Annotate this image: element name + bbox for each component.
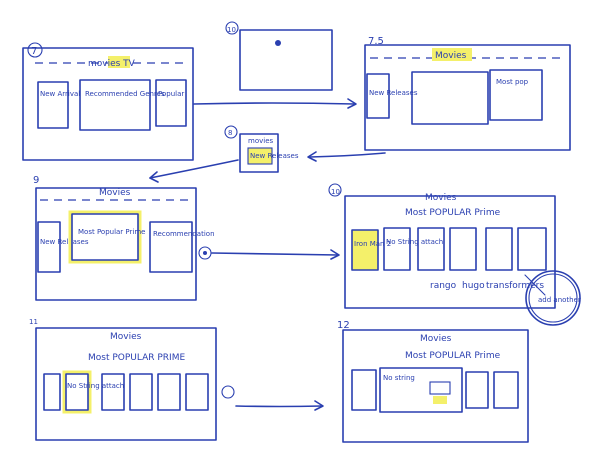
frame-11-number: 11 [29,318,38,326]
frame-7-5-tile-2: Most pop [496,78,529,86]
frame-7-tile-1: New Arrival [40,90,80,98]
arrow-7-to-7-5 [193,102,356,105]
frame-7-5-tile-1: New Releases [369,89,418,97]
arrow-7-5-to-8 [309,152,386,158]
frame-7-nav: movies TV [88,59,136,69]
frame-12: 12 Movies Most POPULAR Prime No string [337,320,529,443]
arrow-9-to-10 [211,252,339,256]
frame-12-subtitle: Most POPULAR Prime [405,351,501,361]
frame-9-tile-1: New Releases [40,238,89,246]
frame-8-tile: New Releases [250,152,299,160]
frame-9-tile-3: Recommendation [153,230,215,238]
frame-11: 11 Movies Most POPULAR PRIME No String a… [29,318,217,441]
frame-9-number: 9 [33,175,39,186]
frame-12-number: 12 [337,320,350,331]
frame-7-5-number: 7.5 [368,36,384,47]
frame-10-tile-2: No String attach [386,238,443,246]
frame-10-number: 10 [331,188,340,196]
frame-11-tile: No String attach [67,382,124,390]
frame-9-tile-2: Most Popular Prime [78,228,145,236]
frame-7: 7 movies TV New Arrival Recommended Genr… [22,42,194,161]
frame-mid-number: 10 [227,26,236,34]
frame-11-subtitle: Most POPULAR PRIME [88,353,185,363]
frame-10-caption-1: rango [430,281,457,291]
frame-8-nav: movies [248,137,273,145]
frame-8: 8 movies New Releases [224,125,299,173]
frame-9-nav: Movies [99,188,131,198]
frame-8-number: 8 [228,129,232,137]
frame-12-nav: Movies [420,334,452,344]
frame-10-subtitle: Most POPULAR Prime [405,208,501,218]
frame-mid-top: 10 [225,21,333,91]
frame-7-5: 7.5 Movies New Releases Most pop [364,36,571,151]
frame-7-tile-3: Popular [158,90,184,98]
frame-10-tile-1: Iron Man 2 [354,240,391,248]
transition-marker-9 [198,246,212,260]
frame-11-nav: Movies [110,332,142,342]
add-another-circle [525,270,581,326]
frame-10: 10 Movies Most POPULAR Prime Iron Man 2 … [328,183,581,326]
frame-10-circle-label: add another [538,296,581,304]
frame-9: 9 Movies New Releases Most Popular Prime… [33,175,215,301]
frame-7-5-nav: Movies [435,51,467,61]
transition-marker-11 [221,385,235,399]
frame-10-nav: Movies [425,193,457,203]
frame-10-caption-3: transformers [486,281,544,291]
arrow-11-to-12 [235,405,323,408]
frame-12-tile: No string [383,374,415,382]
arrow-8-to-9 [149,159,239,179]
frame-7-number: 7 [31,46,37,57]
frame-7-tile-2: Recommended Genres [85,90,165,98]
frame-10-caption-2: hugo [462,281,485,291]
